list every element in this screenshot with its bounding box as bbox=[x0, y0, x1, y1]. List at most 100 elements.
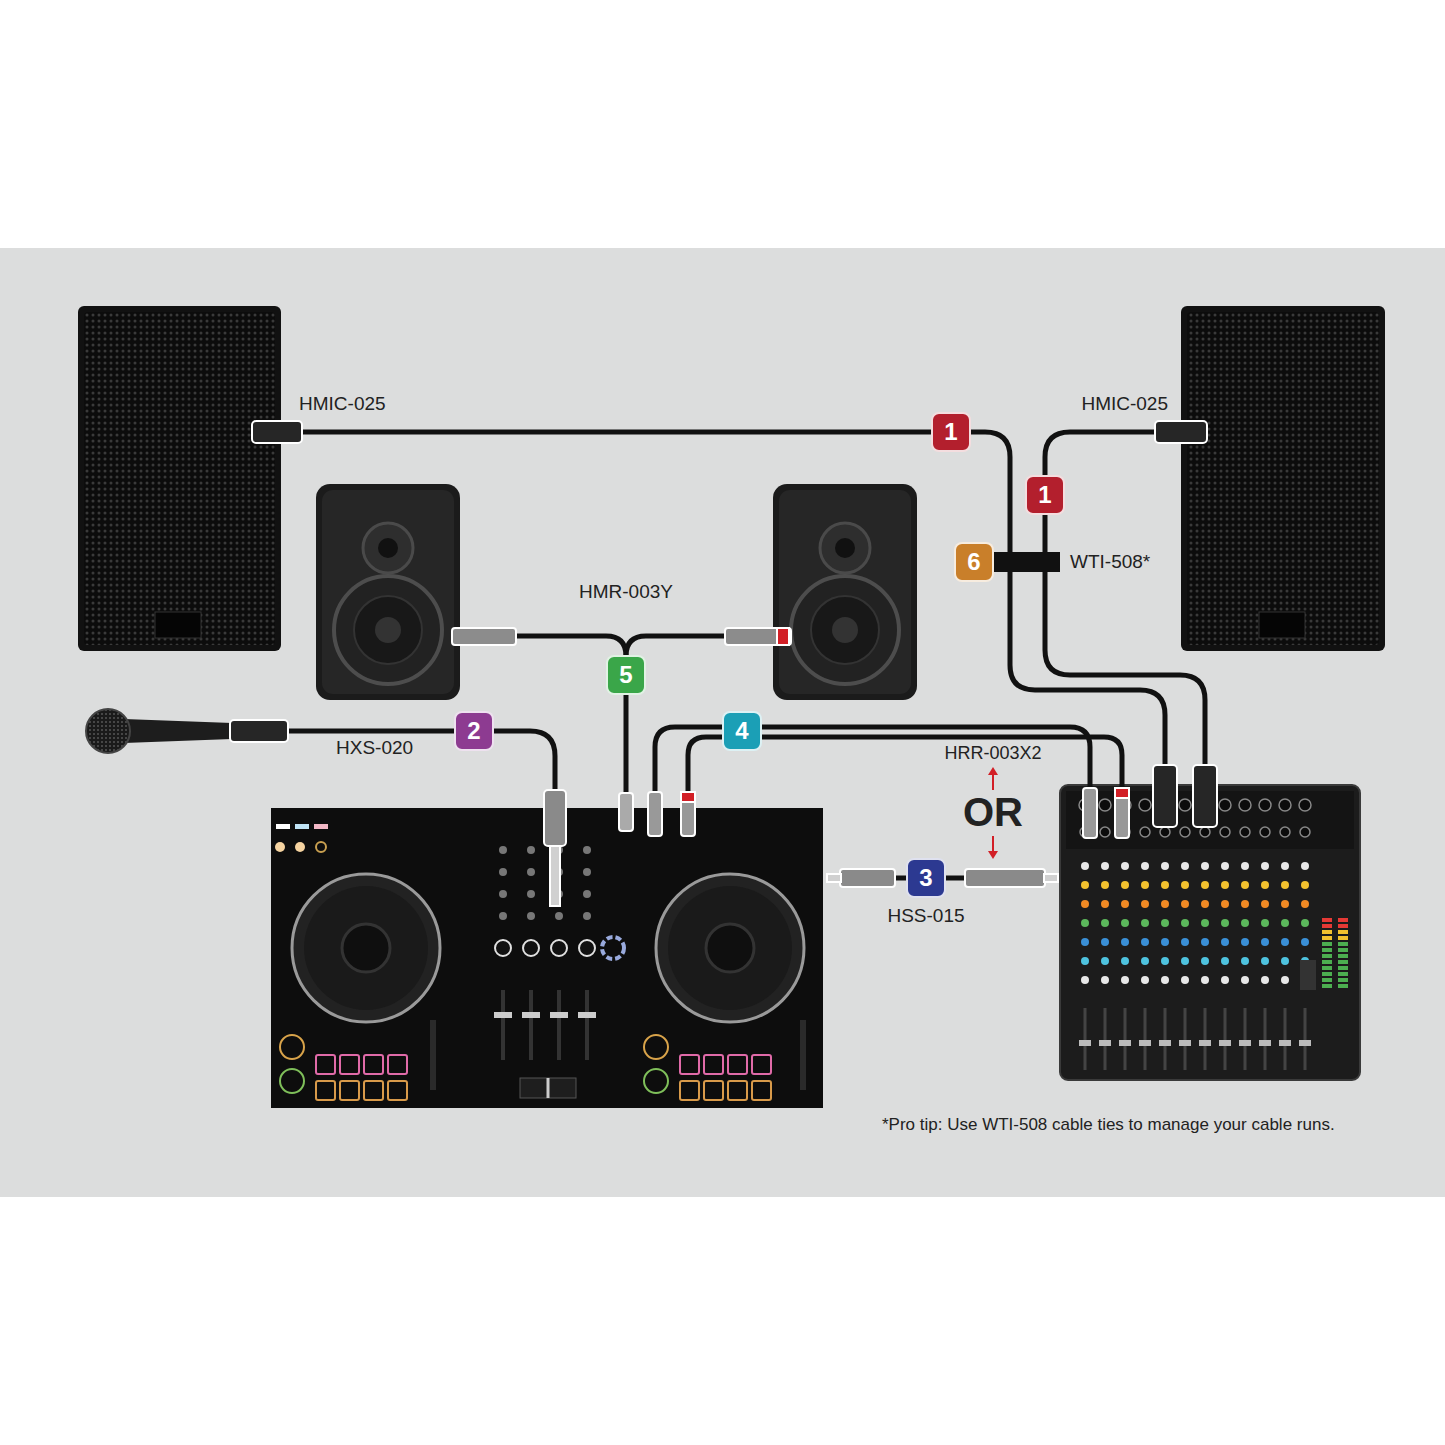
dj-controller bbox=[342, 924, 390, 972]
callout-number: 6 bbox=[967, 550, 980, 574]
pad bbox=[752, 1081, 771, 1100]
knob bbox=[1181, 881, 1189, 889]
studio-monitor bbox=[820, 523, 870, 573]
knob bbox=[1301, 881, 1309, 889]
knob bbox=[1201, 881, 1209, 889]
jack bbox=[1180, 827, 1190, 837]
jack bbox=[1179, 799, 1191, 811]
knob bbox=[1201, 919, 1209, 927]
pitch-fader bbox=[430, 1020, 436, 1090]
fader bbox=[1184, 1008, 1187, 1070]
rca-connector bbox=[1115, 788, 1129, 798]
callout-number: 1 bbox=[1038, 483, 1051, 507]
knob bbox=[1181, 976, 1189, 984]
rca-connector bbox=[1083, 788, 1097, 838]
dj-controller bbox=[271, 808, 823, 1108]
knob bbox=[523, 940, 539, 956]
rca-connector bbox=[681, 792, 695, 802]
dj-controller bbox=[668, 886, 792, 1010]
fader bbox=[578, 1012, 596, 1018]
dj-controller bbox=[271, 808, 823, 1108]
level-meter bbox=[1322, 942, 1332, 946]
callout-number: 2 bbox=[467, 719, 480, 743]
level-meter bbox=[1338, 930, 1348, 934]
knob bbox=[1121, 957, 1129, 965]
fader bbox=[1244, 1008, 1247, 1070]
knob bbox=[1241, 938, 1249, 946]
studio-monitor bbox=[322, 490, 454, 694]
fader bbox=[1119, 1040, 1131, 1046]
background-band bbox=[0, 248, 1445, 1197]
pa-speaker bbox=[78, 306, 281, 651]
knob bbox=[1161, 919, 1169, 927]
level-meter bbox=[1338, 984, 1348, 988]
jack bbox=[1220, 827, 1230, 837]
knob bbox=[1241, 976, 1249, 984]
jack-connector bbox=[544, 790, 1058, 906]
dj-controller bbox=[280, 1069, 304, 1093]
pad bbox=[704, 1055, 723, 1074]
studio-monitor bbox=[835, 538, 855, 558]
part-name: WTI-508* bbox=[1068, 552, 1152, 573]
knob bbox=[1281, 881, 1289, 889]
rca-connector bbox=[725, 628, 791, 645]
jack bbox=[1200, 827, 1210, 837]
pad bbox=[704, 1081, 723, 1100]
callout-badge: 1 bbox=[931, 412, 971, 452]
knob bbox=[1121, 881, 1129, 889]
knob bbox=[1201, 862, 1209, 870]
knob bbox=[527, 868, 535, 876]
pa-speaker bbox=[1187, 312, 1379, 645]
knob bbox=[579, 940, 595, 956]
dj-controller bbox=[656, 874, 804, 1022]
jack bbox=[1099, 799, 1111, 811]
level-meter bbox=[1322, 948, 1332, 952]
knob bbox=[583, 890, 591, 898]
jack bbox=[1160, 827, 1170, 837]
knob bbox=[1301, 900, 1309, 908]
microphone bbox=[124, 719, 232, 743]
level-meter bbox=[1322, 966, 1332, 970]
callout-number: 5 bbox=[619, 663, 632, 687]
knob bbox=[1141, 938, 1149, 946]
fader bbox=[1079, 1040, 1091, 1046]
knob bbox=[1261, 919, 1269, 927]
fader bbox=[1259, 1040, 1271, 1046]
dj-controller bbox=[644, 1069, 668, 1093]
cable bbox=[287, 731, 555, 792]
knob bbox=[1241, 900, 1249, 908]
knob bbox=[1181, 900, 1189, 908]
cable-tie bbox=[990, 552, 1060, 572]
fader bbox=[1139, 1040, 1151, 1046]
or-arrow bbox=[988, 851, 998, 859]
dj-controller bbox=[644, 1035, 668, 1059]
studio-monitor bbox=[354, 596, 422, 664]
knob bbox=[1281, 919, 1289, 927]
knob bbox=[1301, 938, 1309, 946]
note: *Pro tip: Use WTI-508 cable ties to mana… bbox=[880, 1116, 1337, 1135]
callout-badge: 4 bbox=[722, 711, 762, 751]
fader bbox=[585, 990, 589, 1060]
rca-connector bbox=[681, 792, 695, 836]
jack bbox=[1300, 827, 1310, 837]
knob bbox=[1201, 976, 1209, 984]
knob bbox=[1081, 957, 1089, 965]
callout-badge: 5 bbox=[606, 655, 646, 695]
fader bbox=[1179, 1040, 1191, 1046]
fader bbox=[1299, 1040, 1311, 1046]
rca-connector bbox=[777, 628, 789, 645]
knob bbox=[1181, 938, 1189, 946]
dj-controller bbox=[280, 1035, 304, 1059]
knob bbox=[1101, 881, 1109, 889]
part-name: HRR-003X2 bbox=[942, 744, 1043, 764]
knob bbox=[1121, 938, 1129, 946]
knob bbox=[1121, 900, 1129, 908]
knob bbox=[1081, 862, 1089, 870]
jack-connector bbox=[965, 869, 1045, 887]
pad bbox=[316, 1081, 335, 1100]
knob bbox=[1141, 900, 1149, 908]
fader bbox=[1144, 1008, 1147, 1070]
pad bbox=[388, 1081, 407, 1100]
knob bbox=[583, 912, 591, 920]
